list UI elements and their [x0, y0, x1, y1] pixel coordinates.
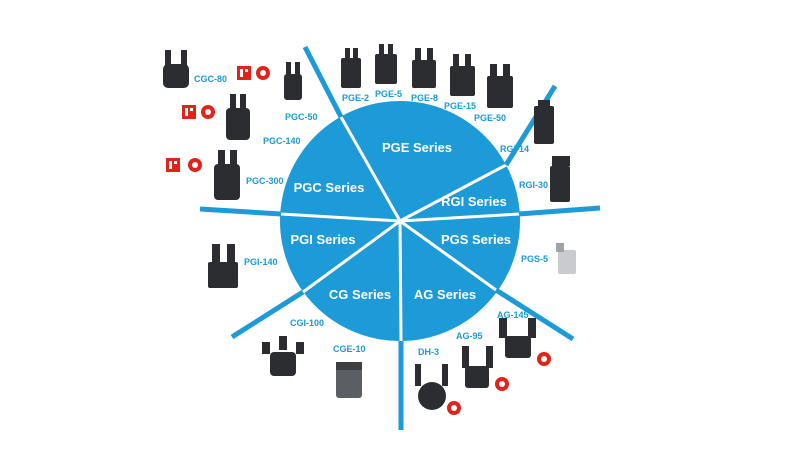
divider-outer-1: [302, 45, 344, 119]
product-image-pge-15: [450, 54, 475, 96]
product-label: AG-95: [456, 331, 483, 341]
if-award-icon: [182, 105, 196, 119]
product-label: PGE-8: [411, 93, 438, 103]
divider-outer-3: [518, 205, 601, 217]
segment-label-cg: CG Series: [329, 287, 391, 302]
product-label: DH-3: [418, 347, 439, 357]
if-award-icon: [237, 66, 251, 80]
product-image-pge-8: [412, 48, 436, 88]
product-image-ag-95: [462, 346, 493, 388]
product-label: PGS-5: [521, 254, 548, 264]
product-images: [163, 44, 576, 410]
product-image-pgc-140: [226, 94, 250, 140]
red-dot-award-icon: [495, 377, 509, 391]
product-image-pgs-5: [556, 243, 576, 274]
product-label: CGE-10: [333, 344, 366, 354]
product-label: RGI-30: [519, 180, 548, 190]
divider-inner-2: [399, 163, 507, 223]
red-dot-award-icon: [537, 352, 551, 366]
product-image-pge-2: [341, 48, 361, 88]
red-dot-award-icon: [188, 158, 202, 172]
product-image-pgc-50: [284, 62, 302, 100]
product-label: PGC-50: [285, 112, 318, 122]
divider-outer-7: [199, 206, 282, 217]
product-label: PGI-140: [244, 257, 278, 267]
product-label: RGI-14: [500, 144, 529, 154]
divider-inner-1: [339, 116, 402, 222]
segment-label-pgc: PGC Series: [294, 180, 365, 195]
product-image-pgi-140: [208, 244, 238, 288]
product-label: PGE-5: [375, 89, 402, 99]
segment-labels: PGE Series RGI Series PGS Series AG Seri…: [290, 140, 511, 302]
divider-outer-2: [503, 84, 558, 167]
product-label: AG-145: [497, 310, 529, 320]
product-image-rgi-30: [550, 156, 570, 202]
divider-inner-4: [399, 219, 497, 292]
product-labels: PGE-2 PGE-5 PGE-8 PGE-15 PGE-50 RGI-14 R…: [194, 74, 548, 357]
product-image-pge-5: [375, 44, 397, 84]
product-label: PGE-2: [342, 93, 369, 103]
divider-inner-7: [280, 212, 401, 223]
segment-label-rgi: RGI Series: [441, 194, 507, 209]
red-dot-award-icon: [256, 66, 270, 80]
product-image-ag-145: [499, 318, 536, 358]
product-image-rgi-14: [534, 100, 554, 144]
red-dot-award-icon: [201, 105, 215, 119]
product-image-dh-3: [415, 364, 448, 410]
divider-outer-4: [494, 287, 575, 342]
product-image-pge-50: [487, 64, 513, 108]
red-dot-award-icon: [447, 401, 461, 415]
if-award-icon: [166, 158, 180, 172]
product-image-cgi-100: [262, 336, 304, 376]
segment-label-ag: AG Series: [414, 287, 476, 302]
product-image-pgc-300: [214, 150, 240, 200]
product-label: PGE-50: [474, 113, 506, 123]
divider-lines: [199, 45, 601, 430]
segment-label-pge: PGE Series: [382, 140, 452, 155]
divider-inner-6: [302, 219, 401, 294]
divider-inner-5: [398, 220, 403, 342]
product-label: PGE-15: [444, 101, 476, 111]
product-label: PGC-300: [246, 176, 284, 186]
divider-inner-3: [399, 212, 520, 223]
product-label: CGI-100: [290, 318, 324, 328]
segment-label-pgi: PGI Series: [290, 232, 355, 247]
product-image-cgc-80: [163, 50, 189, 88]
product-image-cge-10: [336, 362, 362, 398]
divider-outer-6: [230, 289, 305, 340]
product-label: PGC-140: [263, 136, 301, 146]
award-badges: [166, 66, 551, 415]
product-label: CGC-80: [194, 74, 227, 84]
segment-label-pgs: PGS Series: [441, 232, 511, 247]
